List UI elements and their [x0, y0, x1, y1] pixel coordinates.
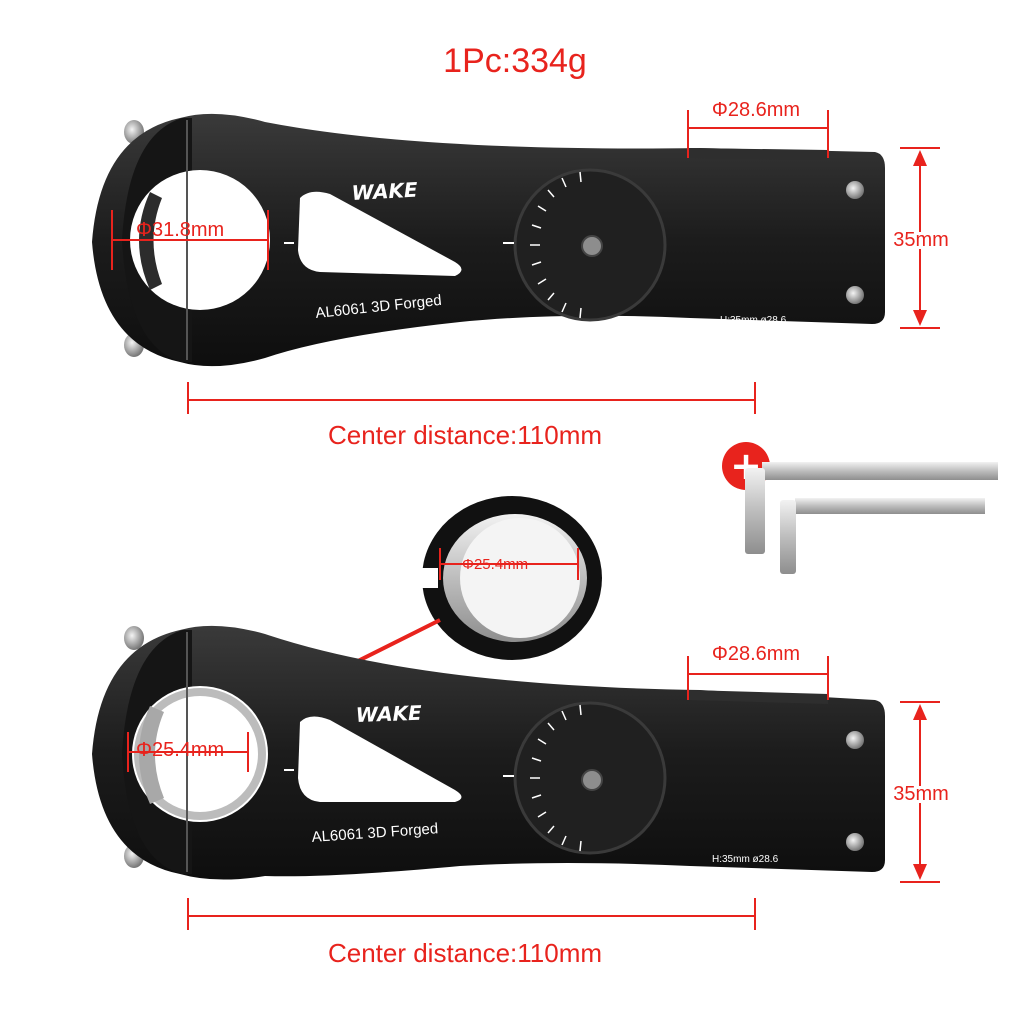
stem-window: [298, 716, 462, 802]
steerer-bolt-top: [846, 181, 864, 199]
accessories: +: [722, 442, 998, 574]
installed-shim: [134, 688, 266, 820]
clamp-inner-wall: [139, 706, 164, 804]
faceplate-bolt-top: [124, 626, 144, 650]
top-center-distance-label: Center distance:110mm: [328, 420, 602, 450]
stem-window: [298, 191, 462, 276]
brand-logo: WAKE: [355, 701, 422, 727]
steerer-bolt-bottom: [846, 286, 864, 304]
bottom-steerer-label: Φ28.6mm: [712, 643, 800, 665]
hex-key-small-icon: [780, 498, 985, 574]
spec-label: H:35mm ø28.6: [712, 854, 779, 865]
stem-body: [92, 625, 885, 880]
bottom-height-label: 35mm: [893, 783, 949, 805]
top-height-label: 35mm: [893, 229, 949, 251]
steerer-slot: [688, 690, 828, 704]
shim-diameter-label: Φ25.4mm: [462, 556, 528, 573]
stem-body: [92, 113, 885, 367]
dial-ticks: [530, 704, 582, 852]
bottom-annotations: Φ25.4mm Φ28.6mm 35mm Center distance:110…: [127, 643, 952, 968]
bottom-bar-clamp-label: Φ25.4mm: [136, 739, 224, 761]
bottom-center-distance-label: Center distance:110mm: [328, 938, 602, 968]
hex-key-large-icon: [745, 462, 998, 554]
shim-ring: Φ25.4mm: [418, 496, 602, 660]
steerer-bolt-top: [846, 731, 864, 749]
top-annotations: Φ31.8mm Φ28.6mm 35mm Center distance:110…: [111, 99, 952, 450]
top-steerer-label: Φ28.6mm: [712, 99, 800, 121]
top-bar-clamp-label: Φ31.8mm: [136, 219, 224, 241]
steerer-slot: [688, 148, 828, 160]
brand-logo: WAKE: [351, 178, 418, 205]
dial-bolt: [581, 769, 603, 791]
bar-clamp-hole: [132, 686, 268, 822]
dial-bolt: [581, 235, 603, 257]
dial-ticks: [530, 171, 582, 319]
weight-label: 1Pc:334g: [443, 42, 587, 80]
spec-label: H:35mm ø28.6: [720, 315, 787, 326]
steerer-bolt-bottom: [846, 833, 864, 851]
